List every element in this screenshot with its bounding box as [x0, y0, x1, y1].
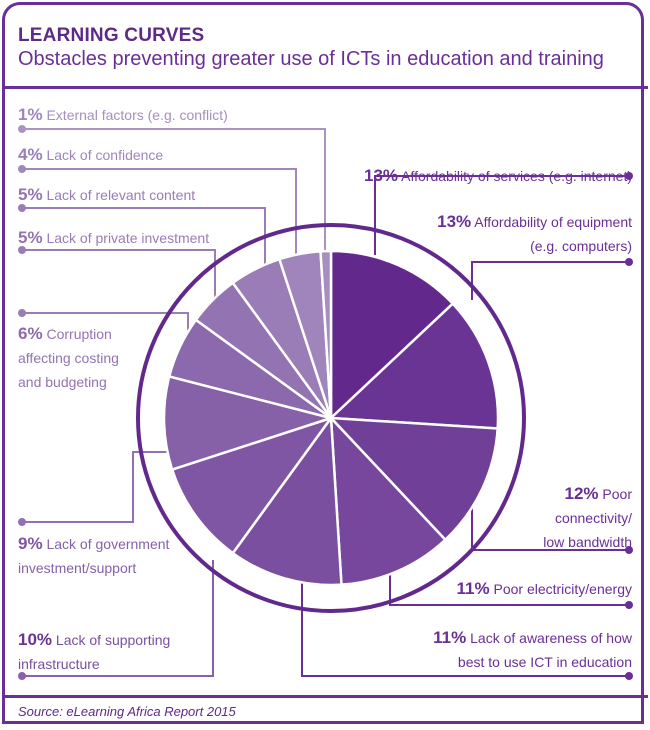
- pie-slice: [170, 416, 333, 555]
- slice-label: 5% Lack of private investment: [18, 226, 209, 250]
- slice-label-line: best to use ICT in education: [457, 654, 632, 670]
- slice-label: 1% External factors (e.g. conflict): [18, 103, 228, 127]
- leader-dot: [18, 672, 26, 680]
- slice-label: 5% Lack of relevant content: [18, 183, 195, 207]
- slice-label-line: 5% Lack of private investment: [18, 228, 210, 247]
- slice-label-line: 4% Lack of confidence: [18, 145, 164, 164]
- leader-dot: [625, 601, 633, 609]
- slice-percent: 11%: [433, 628, 467, 647]
- slice-label-line: (e.g. computers): [530, 238, 632, 254]
- chart-subtitle: Obstacles preventing greater use of ICTs…: [18, 48, 604, 70]
- leader-dot: [625, 258, 633, 266]
- pie-slice: [329, 249, 454, 420]
- slice-label-line: 11% Poor electricity/energy: [456, 579, 633, 598]
- pie-slice: [329, 416, 499, 541]
- slice-percent: 13%: [437, 212, 472, 231]
- pie-slice: [329, 302, 500, 430]
- leader-line: [22, 249, 216, 305]
- slice-label-line: 10% Lack of supporting: [18, 630, 171, 649]
- slice-label-line: 1% External factors (e.g. conflict): [18, 105, 228, 124]
- slice-label-line: 11% Lack of awareness of how: [433, 628, 632, 647]
- slice-label: 11% Poor electricity/energy: [457, 577, 633, 601]
- pie-slice: [329, 416, 447, 586]
- leader-line: [22, 312, 189, 330]
- slice-label-line: 9% Lack of government: [18, 534, 170, 553]
- infographic-frame: [2, 2, 644, 724]
- footer-divider: [2, 695, 648, 698]
- leader-dot: [18, 125, 26, 133]
- slice-label-line: 6% Corruption: [18, 324, 112, 343]
- slice-label-line: investment/support: [18, 560, 137, 576]
- slice-percent: 13%: [364, 166, 399, 185]
- slice-label-line: 13% Affordability of equipment: [437, 212, 632, 231]
- slice-percent: 11%: [456, 579, 490, 598]
- source-note: Source: eLearning Africa Report 2015: [18, 704, 236, 719]
- leader-dot: [18, 204, 26, 212]
- leader-dot: [625, 672, 633, 680]
- slice-label: 6% Corruption affecting costing and budget…: [18, 322, 119, 394]
- slice-label: 13% Affordability of services (e.g. inte…: [364, 164, 632, 188]
- slice-label-line: connectivity/: [554, 510, 632, 526]
- leader-dot: [18, 246, 26, 254]
- slice-percent: 10%: [18, 630, 53, 649]
- slice-label-line: infrastructure: [18, 656, 100, 672]
- slice-label: 10% Lack of supporting infrastructure: [18, 628, 170, 676]
- outer-ring: [136, 223, 526, 613]
- slice-label-line: 5% Lack of relevant content: [18, 185, 196, 204]
- leader-line: [22, 451, 175, 523]
- slice-label: 13% Affordability of equipment (e.g. comp…: [437, 210, 632, 258]
- pie-slice: [319, 249, 333, 420]
- leader-line: [471, 261, 629, 300]
- slice-percent: 5%: [18, 228, 43, 247]
- slice-label: 4% Lack of confidence: [18, 143, 163, 167]
- slice-percent: 9%: [18, 534, 43, 553]
- slice-label: 12% Poor connectivity/low bandwidth: [543, 482, 632, 554]
- leader-line: [301, 582, 629, 677]
- slice-percent: 4%: [18, 145, 43, 164]
- slice-percent: 6%: [18, 324, 43, 343]
- leader-line: [389, 575, 629, 606]
- leader-dot: [18, 518, 26, 526]
- slice-label-line: low bandwidth: [543, 534, 632, 550]
- leader-line: [22, 207, 266, 265]
- slice-label-line: 13% Affordability of services (e.g. inte…: [364, 166, 632, 185]
- leader-dot: [18, 165, 26, 173]
- leader-dot: [625, 546, 633, 554]
- leader-dot: [625, 172, 633, 180]
- slice-label-line: affecting costing: [18, 350, 119, 366]
- leader-dot: [18, 309, 26, 317]
- slice-percent: 12%: [564, 484, 599, 503]
- pie-slices: [162, 249, 500, 587]
- slice-label: 9% Lack of government investment/support: [18, 532, 169, 580]
- pie-slice: [162, 375, 333, 471]
- chart-title: LEARNING CURVES: [18, 25, 205, 46]
- header-divider: [2, 86, 648, 89]
- slice-label-line: 12% Poor: [564, 484, 633, 503]
- slice-label: 11% Lack of awareness of how best to use …: [433, 626, 632, 674]
- slice-label-line: and budgeting: [18, 374, 107, 390]
- slice-percent: 1%: [18, 105, 43, 124]
- leader-line: [22, 560, 214, 677]
- slice-percent: 5%: [18, 185, 43, 204]
- pie-slice: [231, 416, 343, 587]
- leader-line: [22, 128, 326, 252]
